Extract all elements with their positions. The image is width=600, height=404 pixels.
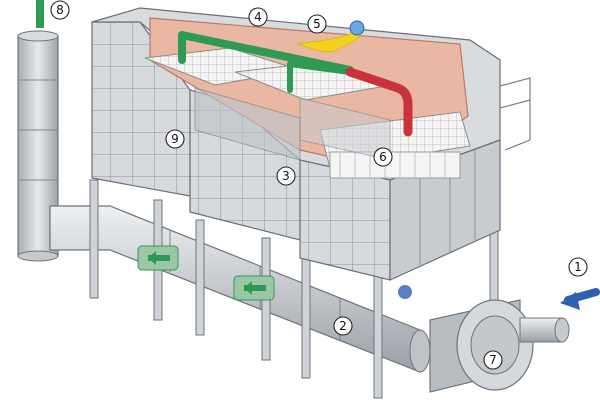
svg-text:4: 4 <box>254 10 262 24</box>
callout-5: 5 <box>307 14 327 34</box>
svg-text:7: 7 <box>489 353 497 367</box>
fan <box>398 285 570 393</box>
callout-6: 6 <box>373 147 393 167</box>
exhaust-stack <box>17 0 59 262</box>
stack-outlet-flow <box>36 0 44 28</box>
callout-8: 8 <box>50 0 70 20</box>
callout-9: 9 <box>165 129 185 149</box>
svg-text:9: 9 <box>171 132 179 146</box>
railing <box>499 77 531 151</box>
chamber-dividers <box>194 87 391 161</box>
red-duct <box>345 67 413 137</box>
duct-flow-arrows <box>137 245 275 301</box>
burner-flame <box>296 20 365 53</box>
svg-text:1: 1 <box>574 260 582 274</box>
ceramic-media-beds <box>144 47 471 179</box>
callout-7: 7 <box>483 350 503 370</box>
callout-4: 4 <box>248 7 268 27</box>
svg-text:3: 3 <box>282 169 290 183</box>
svg-text:8: 8 <box>56 3 64 17</box>
svg-text:2: 2 <box>339 319 347 333</box>
green-duct <box>178 31 354 93</box>
svg-text:6: 6 <box>379 150 387 164</box>
svg-text:5: 5 <box>313 17 321 31</box>
callout-3: 3 <box>276 166 296 186</box>
inlet-flow-arrow <box>560 288 600 310</box>
callout-2: 2 <box>333 316 353 336</box>
callout-1: 1 <box>568 257 588 277</box>
